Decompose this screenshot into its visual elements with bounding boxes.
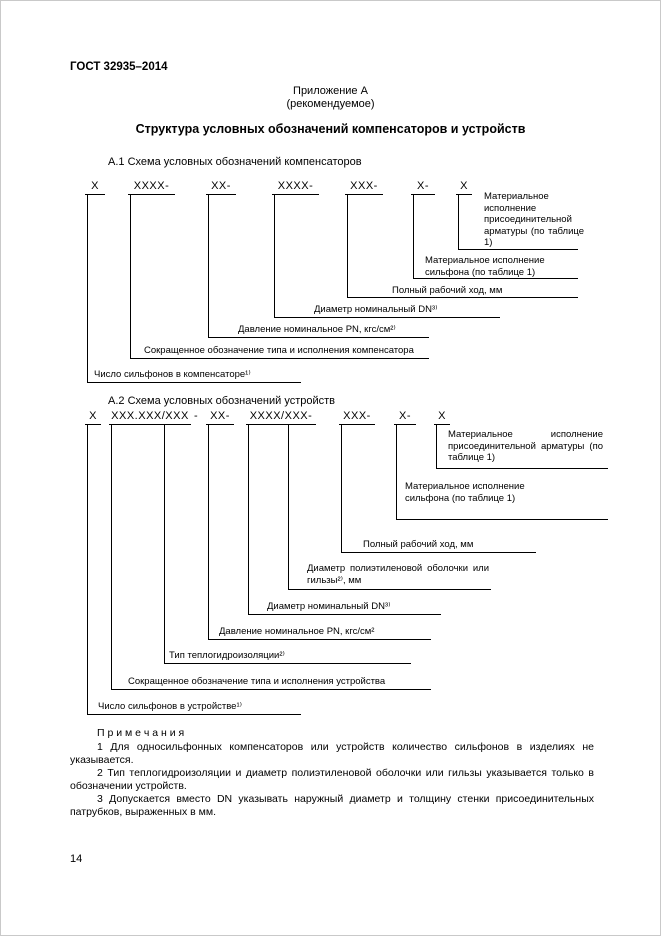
label-insulation-type: Тип теплогидроизоляции²⁾ xyxy=(169,650,285,661)
scheme1-field-5: Х- xyxy=(411,179,435,195)
label-sleeve-diameter: Диаметр полиэтиленовой оболочки или гиль… xyxy=(307,563,489,586)
connector-line xyxy=(396,425,397,519)
scheme2-field-2: ХХ- xyxy=(206,409,234,425)
scheme1-field-6: Х xyxy=(456,179,472,195)
scheme1-field-2: ХХ- xyxy=(206,179,236,195)
connector-line xyxy=(458,195,459,249)
connector-line xyxy=(341,425,342,552)
connector-line xyxy=(87,382,301,383)
label-fitting-material: Материальное исполнение присоединительно… xyxy=(484,191,584,248)
label-type-designation: Сокращенное обозначение типа и исполнени… xyxy=(128,676,386,687)
label-nominal-pressure: Давление номинальное PN, кгс/см²⁾ xyxy=(238,324,396,335)
connector-line xyxy=(164,425,165,663)
connector-line xyxy=(288,589,491,590)
scheme1-field-3: ХХХХ- xyxy=(272,179,319,195)
connector-line xyxy=(436,425,437,468)
connector-line xyxy=(248,614,441,615)
scheme1-field-1: ХХХХ- xyxy=(128,179,175,195)
label-bellows-material: Материальное исполнение сильфона (по таб… xyxy=(425,255,545,278)
notes-heading: П р и м е ч а н и я xyxy=(97,727,185,739)
connector-line xyxy=(208,639,431,640)
annex-title: Приложение А xyxy=(293,85,368,97)
connector-line xyxy=(87,714,301,715)
connector-line xyxy=(111,425,112,689)
notes-section: П р и м е ч а н и я 1 Для односильфонных… xyxy=(70,727,594,819)
label-stroke: Полный рабочий ход, мм xyxy=(392,285,503,296)
scheme1-heading: А.1 Схема условных обозначений компенсат… xyxy=(108,156,362,168)
scheme2-field-5: Х- xyxy=(394,409,416,425)
connector-line xyxy=(413,195,414,278)
scheme2-field-4: ХХХ- xyxy=(339,409,375,425)
note-item: 2 Тип теплогидроизоляции и диаметр полиэ… xyxy=(70,767,594,792)
connector-line xyxy=(87,195,88,382)
scheme2-field-6: Х xyxy=(434,409,450,425)
connector-line xyxy=(347,297,578,298)
connector-line xyxy=(111,689,431,690)
label-bellows-count: Число сильфонов в устройстве¹⁾ xyxy=(98,701,242,712)
scheme2-field-0: Х xyxy=(85,409,101,425)
connector-line xyxy=(288,425,289,589)
page-number: 14 xyxy=(70,853,83,865)
connector-line xyxy=(248,425,249,614)
label-bellows-material: Материальное исполнение сильфона (по таб… xyxy=(405,481,525,504)
scheme2-field-separator: - xyxy=(194,410,198,422)
connector-line xyxy=(274,317,500,318)
connector-line xyxy=(436,468,608,469)
connector-line xyxy=(396,519,608,520)
connector-line xyxy=(208,195,209,337)
standard-number: ГОСТ 32935–2014 xyxy=(70,61,168,73)
note-item: 3 Допускается вместо DN указывать наружн… xyxy=(70,793,594,818)
connector-line xyxy=(208,425,209,639)
scheme2-field-3: ХХХХ/ХХХ- xyxy=(246,409,316,425)
connector-line xyxy=(413,278,578,279)
annex-subtitle: (рекомендуемое) xyxy=(286,98,375,110)
label-nominal-diameter: Диаметр номинальный DN³⁾ xyxy=(314,304,438,315)
page-title: Структура условных обозначений компенсат… xyxy=(135,122,526,136)
connector-line xyxy=(274,195,275,317)
connector-line xyxy=(130,358,429,359)
connector-line xyxy=(164,663,411,664)
scheme1-field-4: ХХХ- xyxy=(345,179,383,195)
scheme2-heading: А.2 Схема условных обозначений устройств xyxy=(108,395,336,407)
connector-line xyxy=(87,425,88,714)
label-bellows-count: Число сильфонов в компенсаторе¹⁾ xyxy=(94,369,251,380)
scheme2-field-1: ХХХ.ХХХ/ХХХ xyxy=(109,409,191,425)
label-nominal-diameter: Диаметр номинальный DN³⁾ xyxy=(267,601,391,612)
scheme1-field-0: Х xyxy=(85,179,105,195)
label-nominal-pressure: Давление номинальное PN, кгс/см² xyxy=(219,626,375,637)
label-stroke: Полный рабочий ход, мм xyxy=(363,539,474,550)
label-fitting-material: Материальное исполнение присоединительно… xyxy=(448,429,603,463)
note-item: 1 Для односильфонных компенсаторов или у… xyxy=(70,741,594,766)
connector-line xyxy=(458,249,578,250)
connector-line xyxy=(208,337,429,338)
label-type-designation: Сокращенное обозначение типа и исполнени… xyxy=(144,345,414,356)
connector-line xyxy=(347,195,348,297)
connector-line xyxy=(341,552,536,553)
connector-line xyxy=(130,195,131,358)
